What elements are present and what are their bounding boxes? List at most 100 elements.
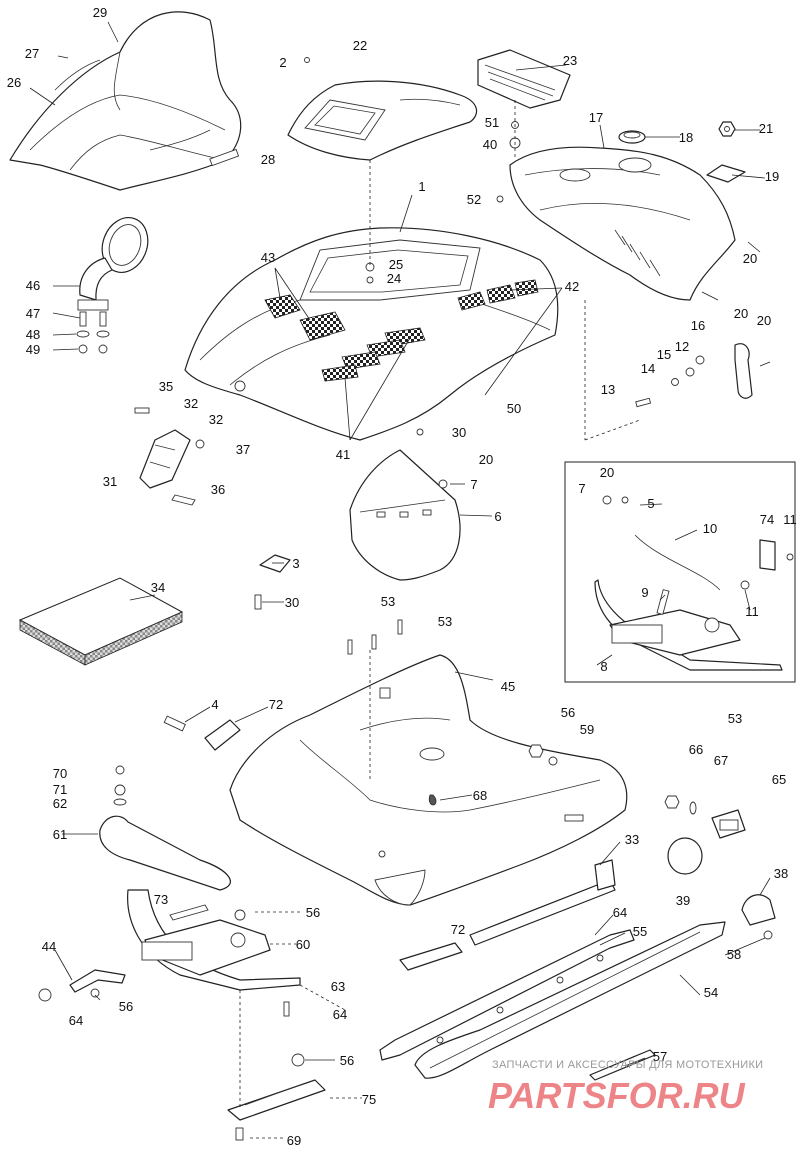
callout-c3: 3 xyxy=(292,556,299,571)
callout-c7a: 7 xyxy=(470,477,477,492)
rear-bumper-part xyxy=(127,889,301,991)
callout-c18: 18 xyxy=(679,130,693,145)
callout-c62: 62 xyxy=(53,796,67,811)
watermark-caption: ЗАПЧАСТИ И АКСЕССУАРЫ ДЛЯ МОТОТЕХНИКИ xyxy=(492,1059,763,1071)
callout-c20e: 20 xyxy=(600,465,614,480)
watermark-logo: PARTSFOR.RU xyxy=(488,1075,746,1116)
callout-c4: 4 xyxy=(211,697,218,712)
callout-c23: 23 xyxy=(563,53,577,68)
callout-c9: 9 xyxy=(641,585,648,600)
callout-c43: 43 xyxy=(261,250,275,265)
callout-c21: 21 xyxy=(759,121,773,136)
callout-c50: 50 xyxy=(507,401,521,416)
callout-c20b: 20 xyxy=(734,306,748,321)
dash-panel-part xyxy=(509,146,736,301)
mirror-part xyxy=(77,217,149,311)
callout-c68: 68 xyxy=(473,788,487,803)
callout-c51: 51 xyxy=(485,115,499,130)
callout-c37: 37 xyxy=(236,442,250,457)
callout-c56b: 56 xyxy=(306,905,320,920)
hinge-bracket-part xyxy=(134,407,205,506)
console-part xyxy=(287,57,478,161)
callout-c17: 17 xyxy=(589,110,603,125)
watermark: ЗАПЧАСТИ И АКСЕССУАРЫ ДЛЯ МОТОТЕХНИКИ PA… xyxy=(488,1059,763,1116)
callout-c53c: 53 xyxy=(728,711,742,726)
callout-c72a: 72 xyxy=(269,697,283,712)
callout-c22: 22 xyxy=(353,38,367,53)
callout-c72b: 72 xyxy=(451,922,465,937)
callout-c70: 70 xyxy=(53,766,67,781)
callout-c59: 59 xyxy=(580,722,594,737)
callout-c11b: 11 xyxy=(745,604,759,619)
callout-c8: 8 xyxy=(600,659,607,674)
callout-c40: 40 xyxy=(483,137,497,152)
lower-console-part xyxy=(349,449,461,581)
callout-c64c: 64 xyxy=(69,1013,83,1028)
callout-c5: 5 xyxy=(647,496,654,511)
callout-c57: 57 xyxy=(653,1049,667,1064)
callout-c74: 74 xyxy=(760,512,774,527)
callout-c20a: 20 xyxy=(743,251,757,266)
callout-c10: 10 xyxy=(703,521,717,536)
callout-c30b: 30 xyxy=(285,595,299,610)
callout-c33: 33 xyxy=(625,832,639,847)
callout-c25: 25 xyxy=(389,257,403,272)
callout-c2: 2 xyxy=(279,55,286,70)
callout-c49: 49 xyxy=(26,342,40,357)
callout-c11a: 11 xyxy=(783,512,797,527)
callout-c52: 52 xyxy=(467,192,481,207)
callout-c75: 75 xyxy=(362,1092,376,1107)
callout-c20c: 20 xyxy=(757,313,771,328)
callout-c32b: 32 xyxy=(209,412,223,427)
callout-c28: 28 xyxy=(261,152,275,167)
windshield-part xyxy=(9,11,242,191)
callout-c69: 69 xyxy=(287,1133,301,1148)
callout-c7b: 7 xyxy=(578,481,585,496)
callout-c27: 27 xyxy=(25,46,39,61)
callout-c15: 15 xyxy=(657,347,671,362)
callout-c56d: 56 xyxy=(340,1053,354,1068)
belly-pan-part xyxy=(229,654,628,906)
callout-c55: 55 xyxy=(633,924,647,939)
callout-c45: 45 xyxy=(501,679,515,694)
callout-c60: 60 xyxy=(296,937,310,952)
callout-c24: 24 xyxy=(387,271,401,286)
callout-c64a: 64 xyxy=(613,905,627,920)
callout-c71: 71 xyxy=(53,782,67,797)
callout-c56c: 56 xyxy=(119,999,133,1014)
callout-c44: 44 xyxy=(42,939,56,954)
callout-c1: 1 xyxy=(418,179,425,194)
callout-c61: 61 xyxy=(53,827,67,842)
callout-c48: 48 xyxy=(26,327,40,342)
callout-c30a: 30 xyxy=(452,425,466,440)
callout-c54: 54 xyxy=(704,985,718,1000)
hood-part xyxy=(184,227,559,441)
callout-c31: 31 xyxy=(103,474,117,489)
callout-c36: 36 xyxy=(211,482,225,497)
callout-c14: 14 xyxy=(641,361,655,376)
callout-c38: 38 xyxy=(774,866,788,881)
callout-c13: 13 xyxy=(601,382,615,397)
callout-c34: 34 xyxy=(151,580,165,595)
callout-c53b: 53 xyxy=(438,614,452,629)
callout-c19: 19 xyxy=(765,169,779,184)
callout-c56a: 56 xyxy=(561,705,575,720)
callout-c6: 6 xyxy=(494,509,501,524)
callout-c73: 73 xyxy=(154,892,168,907)
callout-c65: 65 xyxy=(772,772,786,787)
bumper-inset-box xyxy=(564,461,796,683)
callout-c53a: 53 xyxy=(381,594,395,609)
mesh-pad-part xyxy=(18,577,184,666)
callout-c42: 42 xyxy=(565,279,579,294)
vent-part xyxy=(477,49,571,109)
callout-c58: 58 xyxy=(727,947,741,962)
callout-c32a: 32 xyxy=(184,396,198,411)
callout-c41: 41 xyxy=(336,447,350,462)
callout-c67: 67 xyxy=(714,753,728,768)
callout-c20d: 20 xyxy=(479,452,493,467)
callout-c63: 63 xyxy=(331,979,345,994)
callout-c64b: 64 xyxy=(333,1007,347,1022)
callout-c26: 26 xyxy=(7,75,21,90)
